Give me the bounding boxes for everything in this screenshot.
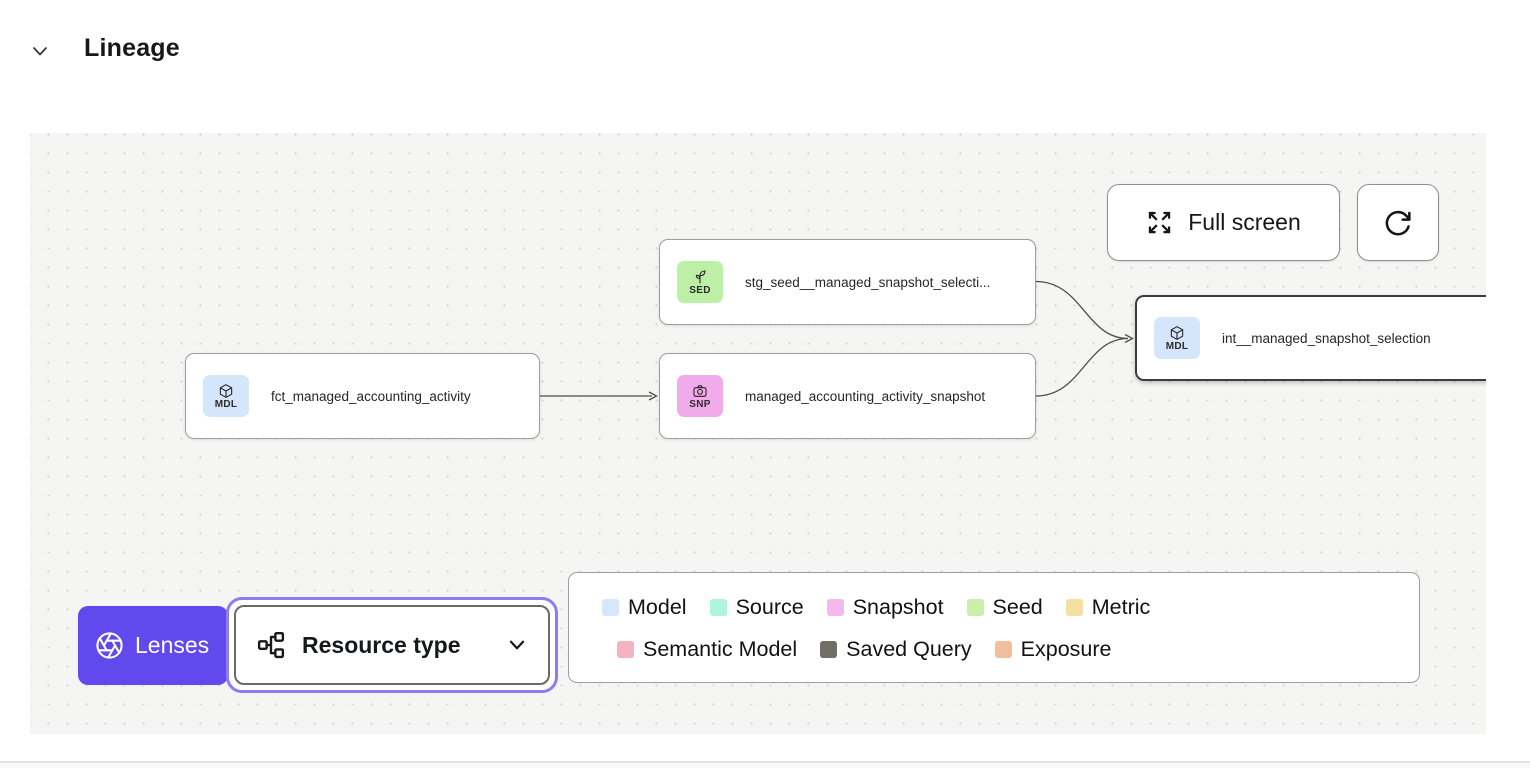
legend-item-seed: Seed <box>966 594 1043 620</box>
semantic-model-swatch <box>617 640 634 658</box>
legend-panel: Model Source Snapshot Seed Metric <box>568 572 1420 683</box>
legend-label: Snapshot <box>852 594 944 619</box>
lenses-button[interactable]: Lenses <box>78 606 228 685</box>
legend-label: Semantic Model <box>643 636 798 661</box>
badge-label: MDL <box>214 398 238 410</box>
badge-label: SNP <box>689 398 711 410</box>
expand-icon <box>1149 211 1171 234</box>
node-label: fct_managed_accounting_activity <box>271 388 471 404</box>
edge-snp-to-int <box>1035 337 1129 397</box>
legend-item-semantic-model: Semantic Model <box>617 637 797 662</box>
resource-hierarchy-icon <box>257 631 285 659</box>
source-swatch <box>709 598 727 616</box>
legend-item-saved-query: Saved Query <box>820 636 972 662</box>
legend-label: Seed <box>992 594 1043 619</box>
node-label: managed_accounting_activity_snapshot <box>745 388 986 404</box>
lineage-edges <box>540 280 1134 401</box>
lineage-node-int-managed-snapshot-selection[interactable]: MDL int__managed_snapshot_selection <box>1135 295 1486 381</box>
lineage-node-stg-seed[interactable]: SED stg_seed__managed_snapshot_selecti..… <box>659 239 1036 325</box>
exposure-swatch <box>994 640 1012 658</box>
lineage-canvas[interactable]: SED stg_seed__managed_snapshot_selecti..… <box>30 133 1486 734</box>
resource-type-dropdown[interactable]: Resource type <box>234 605 550 685</box>
resource-type-label: Resource type <box>302 631 461 658</box>
seed-badge: SED <box>677 261 723 303</box>
page-title: Lineage <box>84 34 180 62</box>
model-icon <box>219 383 233 398</box>
model-badge: MDL <box>203 375 249 417</box>
chevron-down-icon <box>509 640 525 650</box>
legend-item-snapshot: Snapshot <box>826 594 944 620</box>
aperture-icon <box>96 632 123 659</box>
legend-item-model: Model <box>602 595 687 620</box>
full-screen-label: Full screen <box>1188 209 1301 235</box>
model-icon <box>1170 325 1184 340</box>
saved-query-swatch <box>820 640 838 658</box>
model-badge: MDL <box>1154 317 1200 359</box>
snapshot-swatch <box>826 598 844 616</box>
legend-label: Metric <box>1091 594 1151 619</box>
next-section-edge <box>0 763 1530 768</box>
chevron-down-icon[interactable] <box>30 41 50 61</box>
lineage-section-header: Lineage <box>30 34 180 63</box>
model-swatch <box>602 598 619 616</box>
node-label: int__managed_snapshot_selection <box>1222 330 1431 346</box>
lineage-node-fct-managed-accounting-activity[interactable]: MDL fct_managed_accounting_activity <box>185 353 540 439</box>
badge-label: SED <box>689 284 711 296</box>
lenses-label: Lenses <box>135 632 210 658</box>
edge-arrowhead <box>648 391 658 401</box>
section-divider <box>0 761 1530 763</box>
seed-swatch <box>966 598 984 616</box>
snapshot-badge: SNP <box>677 375 723 417</box>
full-screen-button[interactable]: Full screen <box>1107 184 1340 261</box>
edge-arrowhead <box>1124 333 1134 344</box>
legend-row: Model Source Snapshot Seed Metric <box>602 586 1419 628</box>
snapshot-icon <box>693 384 707 397</box>
lineage-node-managed-accounting-activity-snapshot[interactable]: SNP managed_accounting_activity_snapshot <box>659 353 1036 439</box>
node-label: stg_seed__managed_snapshot_selecti... <box>745 274 991 290</box>
legend-item-exposure: Exposure <box>994 636 1112 662</box>
seed-icon <box>695 269 706 284</box>
metric-swatch <box>1065 598 1083 616</box>
legend-item-metric: Metric <box>1065 594 1151 620</box>
legend-label: Saved Query <box>846 636 972 661</box>
badge-label: MDL <box>1165 340 1189 352</box>
legend-row: Semantic Model Saved Query Exposure <box>617 628 1419 670</box>
legend-label: Model <box>628 594 687 619</box>
refresh-button[interactable] <box>1357 184 1439 261</box>
legend-label: Source <box>735 594 804 619</box>
refresh-icon <box>1385 210 1411 235</box>
legend-label: Exposure <box>1020 636 1112 661</box>
resource-type-focus-ring: Resource type <box>226 597 558 693</box>
edge-sed-to-int <box>1035 280 1129 340</box>
legend-item-source: Source <box>709 594 804 620</box>
